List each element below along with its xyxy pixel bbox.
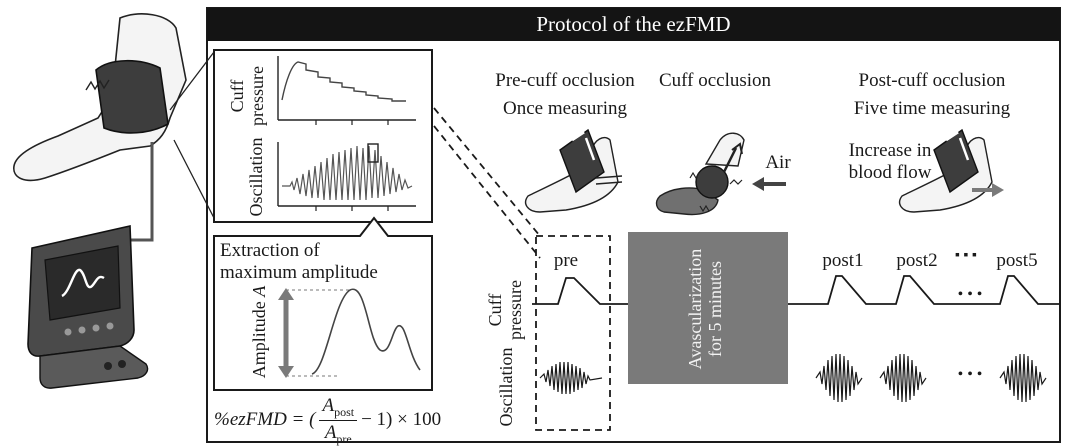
formula-denominator: Apre <box>324 421 352 446</box>
cuff-on-leg <box>95 59 169 134</box>
pulse-mark-icon <box>85 79 110 91</box>
post1-label: post1 <box>822 250 864 271</box>
flow-label: Increase in blood flow <box>840 140 940 185</box>
occlusion-phase-label: Cuff occlusion <box>658 70 772 91</box>
post-phase-subtitle: Five time measuring <box>853 98 1011 120</box>
timeline-oscillation-label: Oscillation <box>496 347 516 427</box>
formula-fraction: Apost Apre <box>319 396 358 446</box>
pre-dashed-box <box>535 235 611 431</box>
pressure-ellipsis: • • • <box>957 286 983 303</box>
avascularization-line1: Avascularization <box>685 248 705 370</box>
post-phase-title: Post-cuff occlusion <box>858 70 1006 91</box>
pre-phase-title: Pre-cuff occlusion <box>495 70 635 91</box>
extraction-label: Extraction of maximum amplitude <box>220 240 380 285</box>
post-ellipsis: ▪ ▪ ▪ <box>955 248 977 263</box>
air-label: Air <box>765 152 791 173</box>
cuff-hose <box>110 142 154 242</box>
post5-label: post5 <box>996 250 1038 271</box>
waveform-icon <box>61 268 105 298</box>
flow-label-line2: blood flow <box>848 162 932 184</box>
oscillation-ellipsis: • • • <box>957 366 983 383</box>
oscillation-curve <box>282 145 413 201</box>
leg-illustration <box>13 13 187 182</box>
formula-lhs: %ezFMD = ( <box>214 409 316 430</box>
pre-phase-label: Pre-cuff occlusion Once measuring <box>490 70 640 121</box>
formula-numerator: Apost <box>319 396 358 421</box>
amplitude-symbol: A <box>249 285 269 297</box>
post-phase-label: Post-cuff occlusion Five time measuring <box>842 70 1022 121</box>
cuff-pressure-curve <box>281 61 406 102</box>
oscillation-bursts <box>539 353 1047 403</box>
extraction-label-line2: maximum amplitude <box>220 262 378 284</box>
post2-label: post2 <box>896 250 938 271</box>
formula-rhs: − 1) × 100 <box>361 409 442 430</box>
amplitude-label: Amplitude <box>249 301 269 379</box>
cuff-pressure-axis-label-line1: Cuff <box>227 79 247 113</box>
ezfmd-formula: %ezFMD = ( Apost Apre − 1) × 100 <box>214 396 442 446</box>
avascularization-label: Avascularization for 5 minutes <box>685 244 730 374</box>
pre-limb-illustration <box>524 128 623 213</box>
avascularization-line2: for 5 minutes <box>704 261 725 357</box>
post-limb-illustration <box>898 128 993 213</box>
pressure-trace <box>532 275 1060 305</box>
pre-measure-label: pre <box>553 250 579 271</box>
pre-phase-subtitle: Once measuring <box>503 98 627 120</box>
occlusion-box <box>628 232 788 384</box>
title-bar: Protocol of the ezFMD <box>207 8 1060 41</box>
monitor-device <box>27 225 149 389</box>
amplitude-envelope <box>311 288 421 375</box>
amplitude-axis-label: Amplitude A <box>249 277 272 387</box>
occlusion-limb-illustration <box>655 132 745 216</box>
flow-label-line1: Increase in <box>848 140 932 161</box>
extraction-label-line1: Extraction of <box>220 240 320 261</box>
cuff-pressure-axis-label-line2: pressure <box>246 66 267 126</box>
cuff-pressure-axis-label: Cuff pressure <box>227 56 272 136</box>
oscillation-axis-label: Oscillation <box>246 137 266 217</box>
